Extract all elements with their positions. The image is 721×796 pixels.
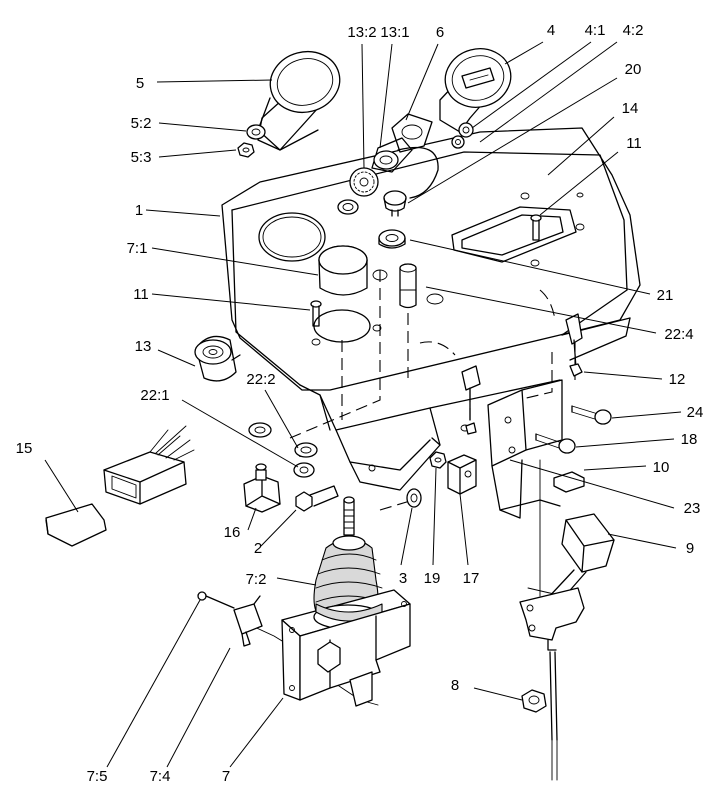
callout-5-2: 5:2 bbox=[131, 115, 152, 132]
leader-lines bbox=[44, 41, 682, 768]
callout-8: 8 bbox=[451, 677, 459, 694]
callout-19: 19 bbox=[424, 570, 441, 587]
callout-22-2: 22:2 bbox=[246, 371, 275, 388]
callout-9: 9 bbox=[686, 540, 694, 557]
washer-22-2 bbox=[294, 442, 318, 458]
callout-7-2: 7:2 bbox=[246, 571, 267, 588]
nut-5-3 bbox=[237, 142, 255, 158]
callout-7: 7 bbox=[222, 768, 230, 785]
callout-24: 24 bbox=[687, 404, 704, 421]
callout-22-4: 22:4 bbox=[664, 326, 693, 343]
callout-1: 1 bbox=[135, 202, 143, 219]
harness-connector bbox=[103, 425, 195, 505]
gauge-5 bbox=[257, 50, 341, 151]
callout-6: 6 bbox=[436, 24, 444, 41]
pin-22-4 bbox=[399, 263, 417, 309]
bracket-23 bbox=[487, 379, 563, 519]
screw-7-5 bbox=[197, 591, 235, 609]
switch-6 bbox=[371, 113, 439, 199]
nut-8 bbox=[521, 689, 547, 713]
callout-10: 10 bbox=[653, 459, 670, 476]
callout-20: 20 bbox=[625, 61, 642, 78]
callout-22-1: 22:1 bbox=[140, 387, 169, 404]
ring-13-1 bbox=[337, 199, 359, 215]
nut-19 bbox=[429, 451, 447, 469]
callout-16: 16 bbox=[224, 524, 241, 541]
callout-7-1: 7:1 bbox=[127, 240, 148, 257]
dial-13-2 bbox=[349, 167, 379, 197]
nut-3 bbox=[406, 488, 422, 508]
callout-2: 2 bbox=[254, 540, 262, 557]
callout-4-2: 4:2 bbox=[623, 22, 644, 39]
nut-5-2 bbox=[246, 124, 266, 140]
callout-4-1: 4:1 bbox=[585, 22, 606, 39]
cover-15 bbox=[45, 503, 107, 547]
callout-17: 17 bbox=[463, 570, 480, 587]
connector-4-1 bbox=[458, 122, 474, 138]
block-17 bbox=[447, 454, 477, 495]
washer-22-1 bbox=[293, 462, 315, 478]
joystick-7 bbox=[281, 496, 411, 707]
callout-23: 23 bbox=[684, 500, 701, 517]
knob-20 bbox=[383, 190, 407, 217]
callout-12: 12 bbox=[669, 371, 686, 388]
connector-16 bbox=[243, 463, 281, 513]
callout-labels: 13:2 13:1 6 4 4:1 4:2 20 14 11 5 5:2 5:3… bbox=[16, 22, 704, 785]
plate-10 bbox=[553, 471, 585, 493]
callout-18: 18 bbox=[681, 431, 698, 448]
washer-upper bbox=[248, 422, 272, 438]
callout-5: 5 bbox=[136, 75, 144, 92]
callout-7-4: 7:4 bbox=[150, 768, 171, 785]
connector-4-2 bbox=[451, 135, 465, 149]
pivot-12 bbox=[565, 313, 583, 377]
console-housing bbox=[221, 127, 641, 491]
callout-14: 14 bbox=[622, 100, 639, 117]
bushing-21 bbox=[378, 229, 406, 249]
screw-11-upper bbox=[530, 214, 542, 241]
microswitch-7-4 bbox=[233, 595, 263, 647]
screw-11-lower bbox=[310, 300, 322, 327]
throttle-lever-9 bbox=[519, 459, 615, 781]
callout-4: 4 bbox=[547, 22, 555, 39]
callout-7-5: 7:5 bbox=[87, 768, 108, 785]
pivot-left bbox=[461, 365, 481, 435]
callout-13-1: 13:1 bbox=[380, 24, 409, 41]
callout-21: 21 bbox=[657, 287, 674, 304]
callout-13-2: 13:2 bbox=[347, 24, 376, 41]
bolt-18 bbox=[535, 433, 576, 454]
knob-7-1 bbox=[318, 245, 368, 296]
callout-3: 3 bbox=[399, 570, 407, 587]
switch-13 bbox=[194, 335, 241, 382]
hour-meter-4 bbox=[439, 48, 512, 133]
callout-5-3: 5:3 bbox=[131, 149, 152, 166]
callout-11-lower: 11 bbox=[133, 286, 149, 303]
callout-13: 13 bbox=[135, 338, 152, 355]
callout-11-upper: 11 bbox=[626, 135, 642, 152]
bolt-2 bbox=[295, 485, 339, 512]
callout-15: 15 bbox=[16, 440, 33, 457]
bolt-24 bbox=[571, 405, 612, 425]
